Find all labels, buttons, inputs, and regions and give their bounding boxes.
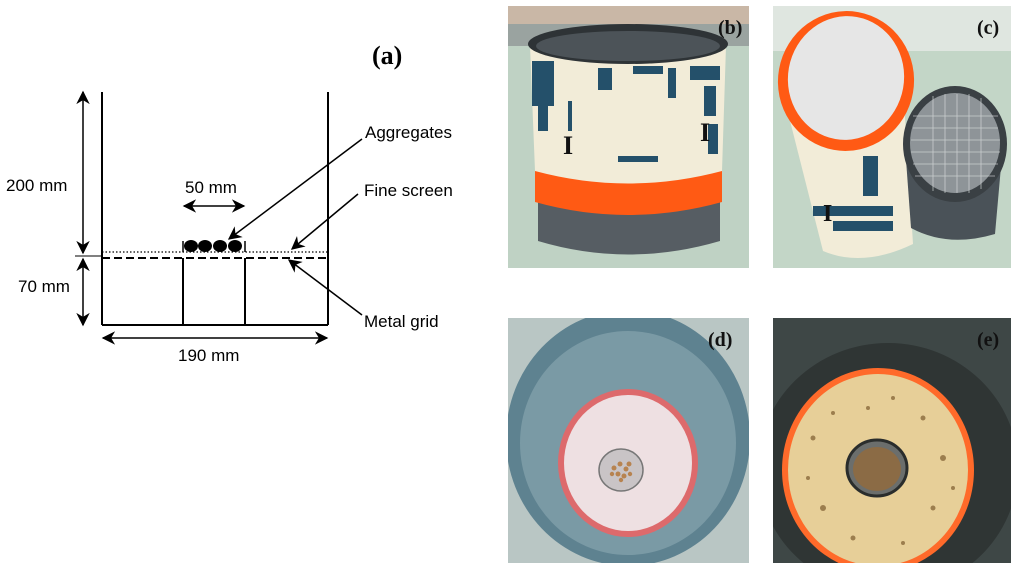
panel-label-a: (a)	[372, 41, 402, 70]
sticker-label-c: I	[823, 201, 832, 227]
photo-d-top-view-aggregates: (d)	[508, 318, 749, 563]
photo-b-cylinder-side: I I (b)	[508, 6, 749, 268]
label-metal-grid: Metal grid	[364, 312, 439, 331]
panel-label-b: (b)	[718, 17, 742, 39]
label-fine-screen: Fine screen	[364, 181, 453, 200]
sticker-label-b1: I	[563, 131, 573, 160]
sticker-label-b2: I	[700, 118, 710, 147]
panel-label-e: (e)	[977, 329, 999, 351]
leader-metal-grid	[287, 259, 363, 316]
leader-fine-screen	[290, 193, 359, 250]
label-200mm: 200 mm	[6, 176, 67, 195]
photo-e-top-view-soil: (e)	[773, 318, 1011, 563]
label-aggregates: Aggregates	[365, 123, 452, 142]
panel-label-c: (c)	[977, 17, 999, 39]
panel-label-d: (d)	[708, 329, 732, 351]
photo-c-cylinder-screen: I (c)	[773, 6, 1011, 268]
aggregates-particles	[182, 240, 246, 252]
leader-aggregates	[227, 138, 363, 240]
label-50mm: 50 mm	[185, 178, 237, 197]
label-70mm: 70 mm	[18, 277, 70, 296]
schematic-diagram: (a) 200 mm 70 mm 50 mm 190 mm Aggregates…	[6, 41, 453, 365]
label-190mm: 190 mm	[178, 346, 239, 365]
